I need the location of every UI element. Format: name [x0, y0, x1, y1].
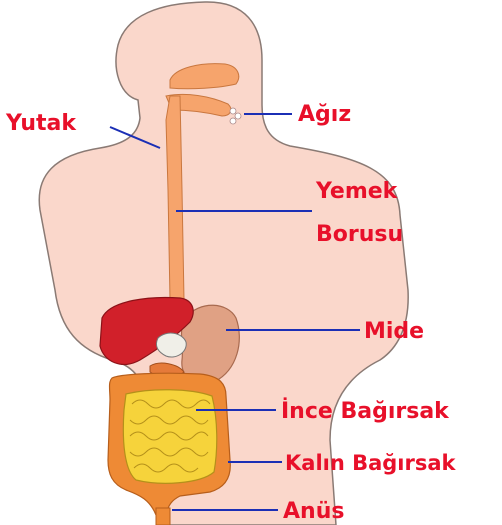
- label-anus: Anüs: [283, 499, 344, 524]
- label-mouth: Ağız: [298, 102, 351, 127]
- label-esophagus-line2: Borusu: [316, 222, 403, 247]
- label-large-intestine: Kalın Bağırsak: [285, 451, 457, 475]
- label-esophagus-line1: Yemek: [315, 179, 399, 204]
- label-pharynx: Yutak: [5, 111, 77, 136]
- label-small-intestine: İnce Bağırsak: [281, 398, 450, 424]
- label-stomach: Mide: [364, 319, 424, 344]
- small-intestine: [123, 390, 216, 484]
- anus-end: [156, 508, 170, 525]
